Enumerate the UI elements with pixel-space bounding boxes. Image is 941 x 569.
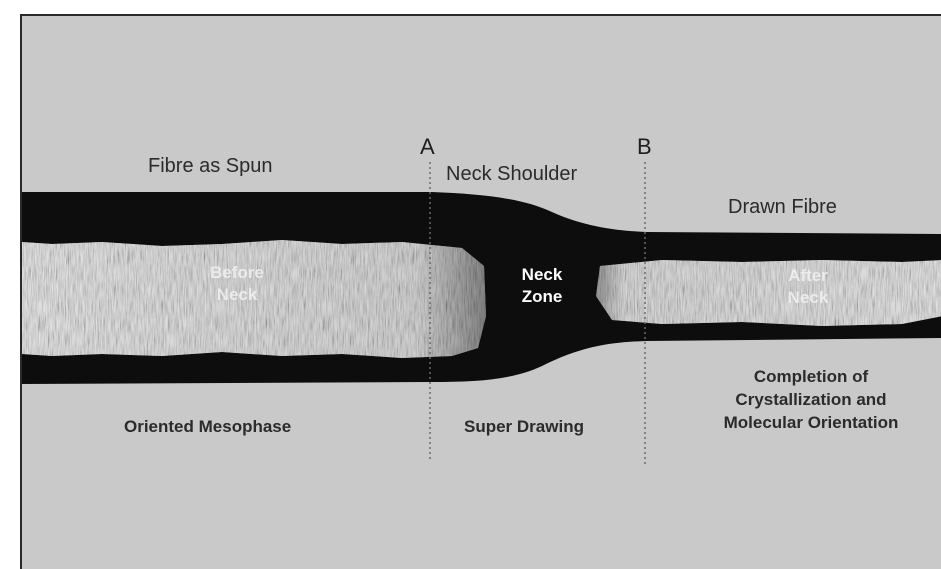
- super-drawing-label: Super Drawing: [464, 415, 584, 438]
- neck-zone-label: Neck Zone: [502, 264, 582, 308]
- before-neck-label: Before Neck: [182, 262, 292, 306]
- drawn-fibre-label: Drawn Fibre: [728, 196, 837, 219]
- fibre-drawing-diagram: A B Fibre as Spun Neck Shoulder Drawn Fi…: [20, 14, 941, 569]
- neck-shoulder-label: Neck Shoulder: [446, 163, 577, 186]
- after-neck-label: After Neck: [758, 265, 858, 309]
- marker-a-label: A: [420, 134, 435, 160]
- fibre-as-spun-label: Fibre as Spun: [148, 155, 273, 178]
- marker-b-label: B: [637, 134, 652, 160]
- oriented-mesophase-label: Oriented Mesophase: [124, 415, 291, 438]
- completion-label: Completion of Crystallization and Molecu…: [698, 365, 924, 434]
